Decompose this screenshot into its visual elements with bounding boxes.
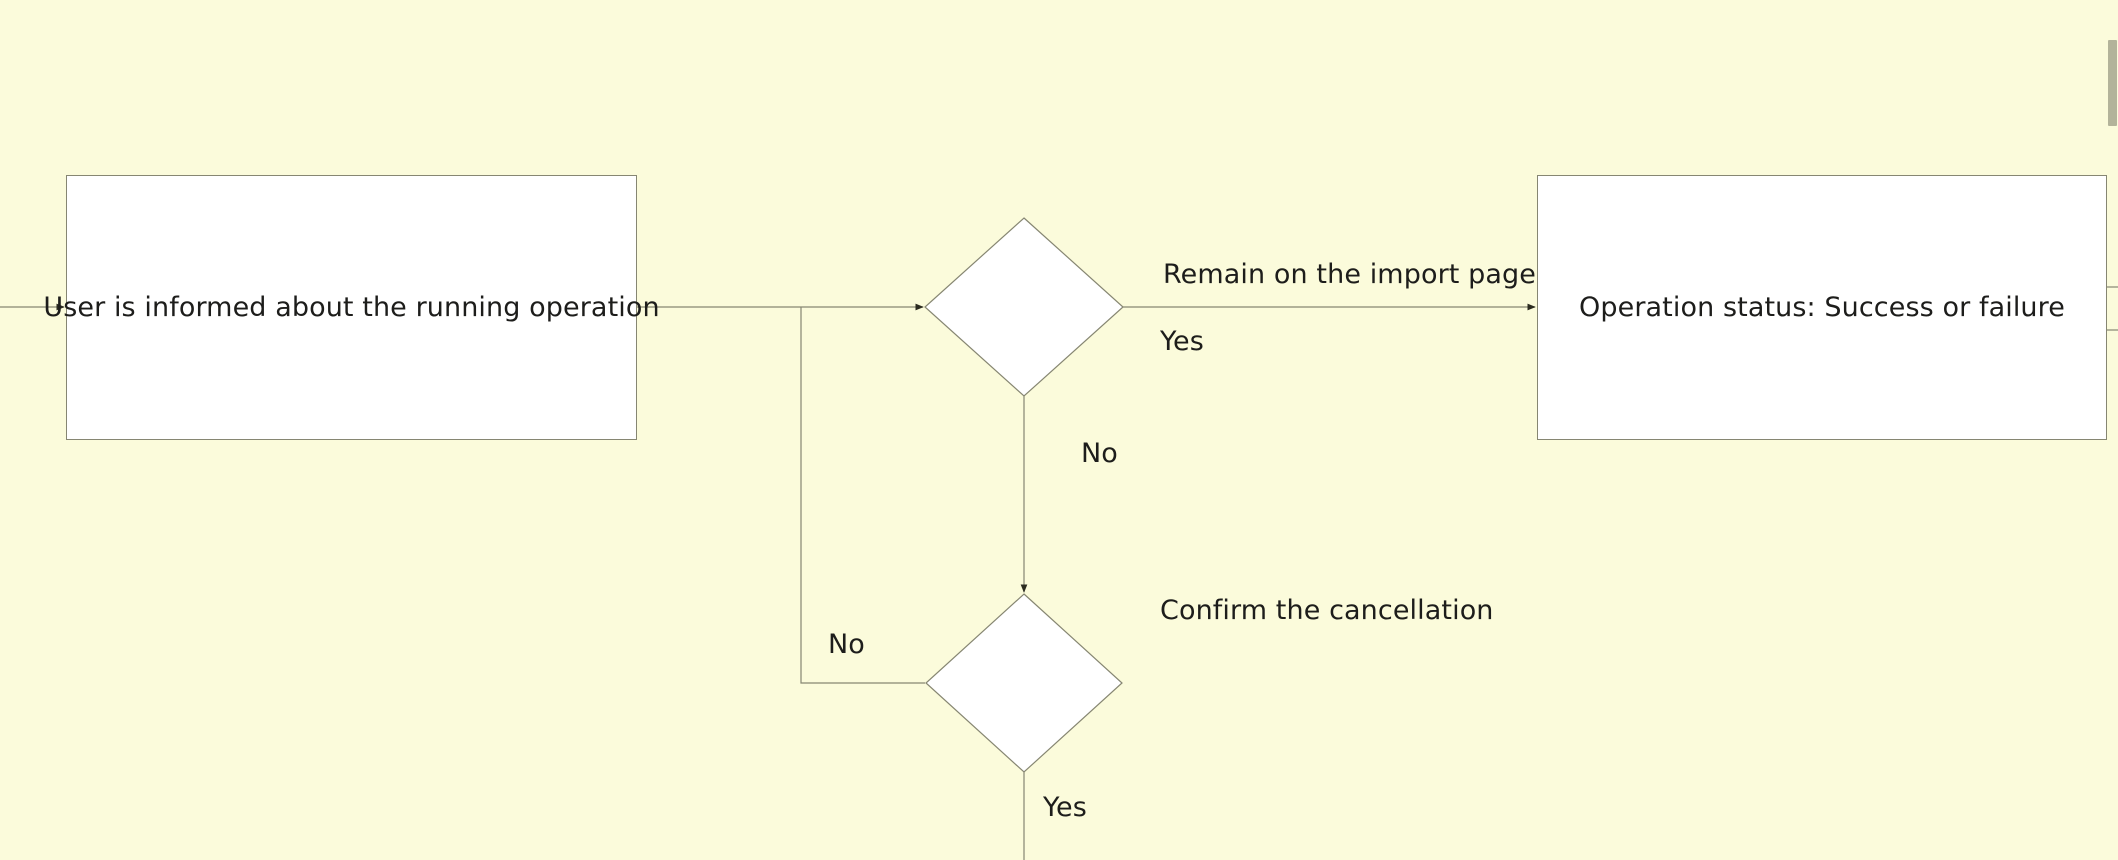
edge-label-remain-on-import-page: Remain on the import page [1163, 259, 1536, 290]
decision-bottom-shape[interactable] [925, 593, 1123, 773]
vertical-scrollbar-thumb[interactable] [2108, 40, 2117, 126]
node-operation-status-label: Operation status: Success or failure [1579, 291, 2065, 323]
edge-label-yes-bottom: Yes [1043, 792, 1087, 823]
node-user-informed-label: User is informed about the running opera… [43, 291, 660, 323]
vertical-scrollbar[interactable] [2106, 0, 2118, 860]
edge-label-no-top: No [1081, 438, 1118, 469]
edge-operation-status-outgoing [2107, 286, 2118, 331]
edge-label-confirm-the-cancellation: Confirm the cancellation [1160, 595, 1494, 626]
edge-label-yes-top: Yes [1160, 326, 1204, 357]
edge-label-no-bottom: No [828, 629, 865, 660]
node-user-informed[interactable]: User is informed about the running opera… [43, 175, 660, 440]
node-operation-status[interactable]: Operation status: Success or failure [1537, 175, 2107, 440]
decision-top-shape[interactable] [924, 217, 1124, 397]
edge-decision-bottom-no-loopback [800, 307, 925, 684]
